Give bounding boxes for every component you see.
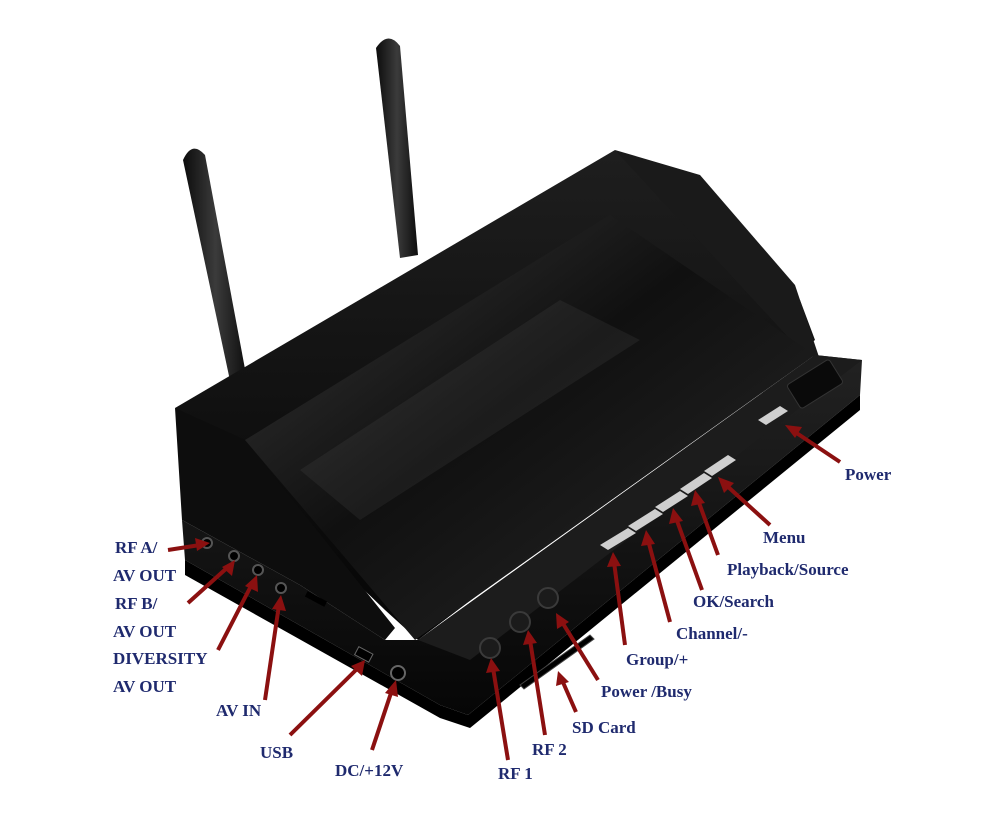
front-bezel bbox=[418, 355, 862, 660]
label-ok-search: OK/Search bbox=[693, 592, 774, 611]
arrow-usb bbox=[288, 666, 360, 737]
label-diversity-1: DIVERSITY bbox=[113, 649, 207, 668]
arrow-power-busy bbox=[560, 620, 600, 682]
antenna-left bbox=[183, 148, 248, 390]
callout-arrows bbox=[167, 425, 842, 761]
label-rfa-1: RF A/ bbox=[115, 538, 158, 557]
dc-port[interactable] bbox=[390, 665, 406, 681]
label-rfa-2: AV OUT bbox=[113, 566, 177, 585]
power-busy-led bbox=[537, 587, 559, 609]
arrow-menu bbox=[724, 483, 772, 527]
label-sd-card: SD Card bbox=[572, 718, 636, 737]
lcd-screen bbox=[245, 215, 815, 640]
arrow-channel bbox=[646, 539, 672, 623]
label-rf1: RF 1 bbox=[498, 764, 533, 783]
ok-button[interactable] bbox=[655, 491, 688, 512]
rfb-port[interactable] bbox=[228, 550, 240, 562]
arrow-ok bbox=[674, 517, 704, 591]
label-rfb-1: RF B/ bbox=[115, 594, 158, 613]
sun-hood-left bbox=[175, 408, 395, 640]
callout-labels: Power Menu Playback/Source OK/Search Cha… bbox=[113, 465, 892, 783]
arrow-dc bbox=[370, 689, 394, 751]
arrow-sd-card bbox=[560, 679, 578, 713]
power-button[interactable] bbox=[758, 406, 788, 425]
group-button[interactable] bbox=[600, 528, 636, 550]
arrow-group bbox=[612, 561, 627, 646]
label-playback-source: Playback/Source bbox=[727, 560, 849, 579]
av-in-port[interactable] bbox=[275, 582, 287, 594]
arrow-rfa bbox=[167, 543, 201, 552]
label-usb: USB bbox=[260, 743, 293, 762]
label-av-in: AV IN bbox=[216, 701, 262, 720]
label-menu: Menu bbox=[763, 528, 806, 547]
vent-slot bbox=[304, 591, 328, 607]
fpv-monitor bbox=[175, 38, 862, 728]
arrow-playback bbox=[696, 499, 720, 556]
usb-port[interactable] bbox=[353, 646, 374, 663]
screen-reflection bbox=[300, 300, 640, 520]
label-rf2: RF 2 bbox=[532, 740, 567, 759]
arrow-rf1 bbox=[491, 667, 510, 761]
antenna-right bbox=[376, 38, 418, 259]
label-power-busy: Power /Busy bbox=[601, 682, 692, 701]
menu-button[interactable] bbox=[704, 455, 736, 476]
diversity-port[interactable] bbox=[252, 564, 264, 576]
label-dc: DC/+12V bbox=[335, 761, 404, 780]
rf1-led bbox=[479, 637, 501, 659]
control-buttons bbox=[600, 359, 843, 550]
arrow-power bbox=[793, 430, 842, 464]
label-diversity-2: AV OUT bbox=[113, 677, 177, 696]
sd-card-slot[interactable] bbox=[519, 634, 595, 690]
label-power: Power bbox=[845, 465, 892, 484]
arrow-diversity bbox=[216, 583, 254, 651]
label-channel: Channel/- bbox=[676, 624, 748, 643]
arrow-rfb bbox=[186, 565, 230, 605]
label-rfb-2: AV OUT bbox=[113, 622, 177, 641]
channel-button[interactable] bbox=[628, 509, 663, 531]
playback-button[interactable] bbox=[680, 473, 712, 494]
arrow-rf2 bbox=[528, 639, 547, 736]
label-group: Group/+ bbox=[626, 650, 688, 669]
arrow-av-in bbox=[263, 604, 281, 701]
ir-window bbox=[787, 359, 843, 409]
sun-hood-right bbox=[615, 150, 820, 360]
rf2-led bbox=[509, 611, 531, 633]
